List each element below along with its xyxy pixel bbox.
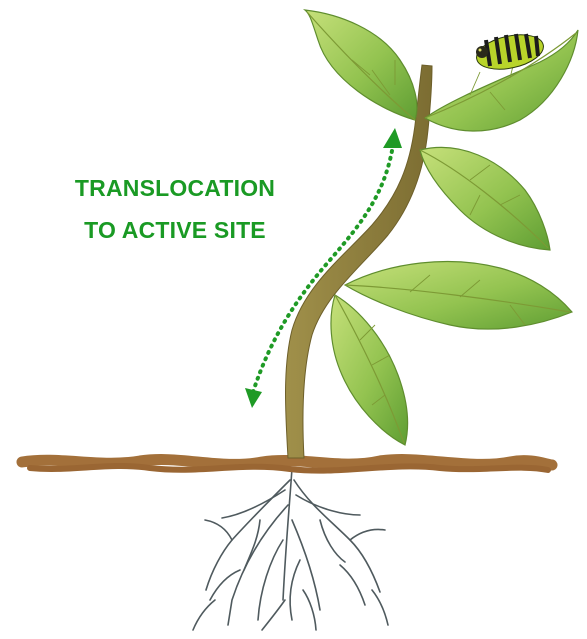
arrow-head-top [383, 128, 402, 148]
roots [193, 468, 388, 630]
soil-line [22, 460, 552, 471]
arrow-head-bottom [245, 388, 262, 408]
label-line-2: TO ACTIVE SITE [84, 217, 266, 243]
leaves [305, 10, 578, 445]
label-line-1: TRANSLOCATION [75, 175, 275, 201]
